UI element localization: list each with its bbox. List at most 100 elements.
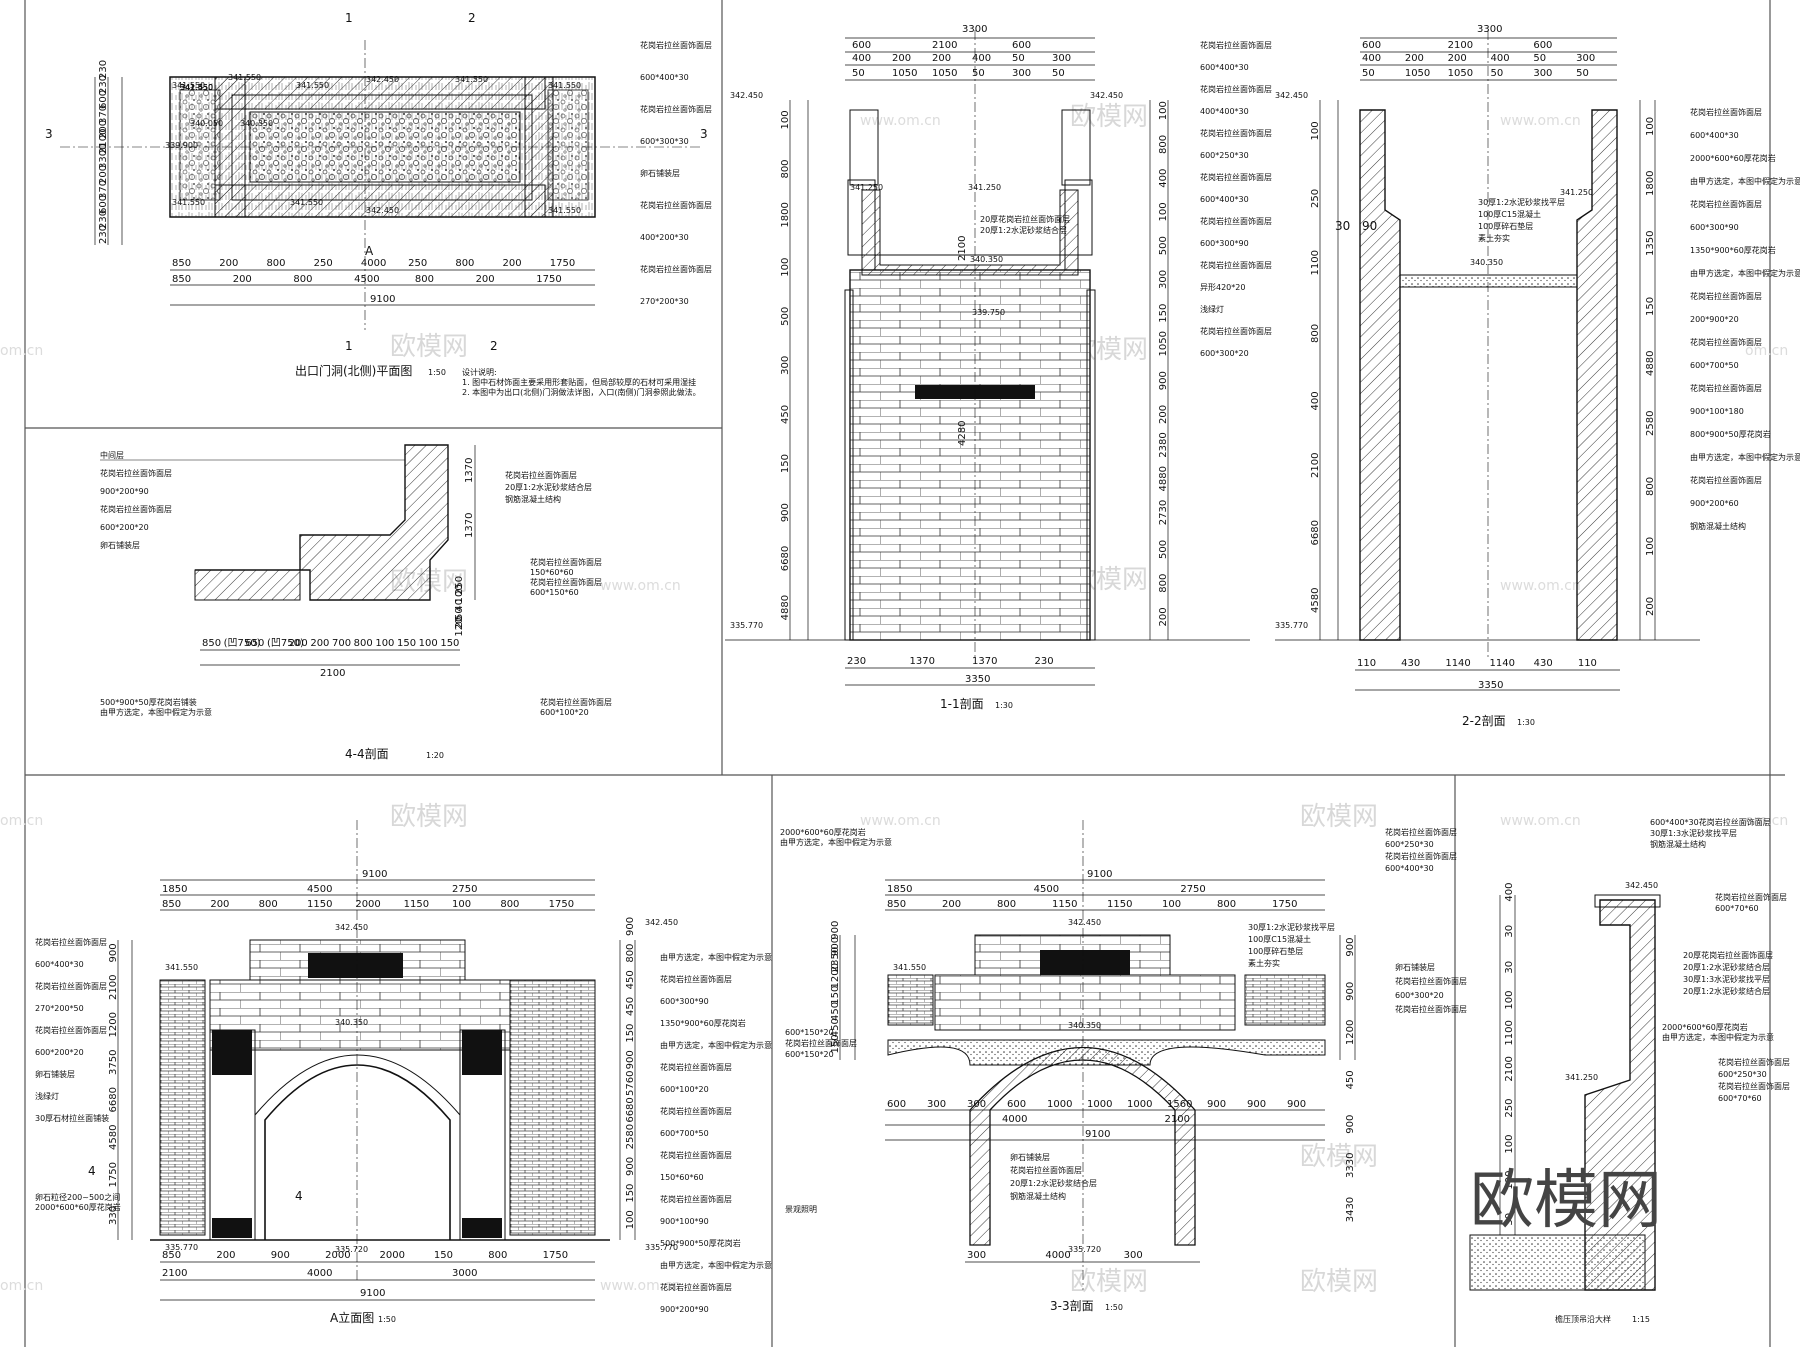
plan-note: 设计说明: <box>462 367 497 377</box>
plan-elevation: 340.350 <box>240 119 273 128</box>
elevA-title: A立面图 <box>330 1310 374 1325</box>
sec11-dim: 200 <box>932 53 951 64</box>
plan-dim-top: 1750 <box>550 258 575 269</box>
sec33-dim: 4500 <box>1034 884 1059 895</box>
plan-dim-left: 600 <box>98 195 109 214</box>
plan-dim-top: 800 <box>266 258 285 269</box>
sec33-callout: 花岗岩拉丝面饰面层 <box>1010 1165 1082 1175</box>
plan-dim-top: 200 <box>219 258 238 269</box>
sec44-label: 卵石铺装层 <box>100 540 140 550</box>
elevA-callout: 花岗岩拉丝面饰面层 <box>660 974 732 984</box>
detail-callout: 600*250*30 <box>1718 1070 1767 1079</box>
elevA-dim: 6680 <box>625 1097 636 1122</box>
sec11-callout: 600*400*30 <box>1200 63 1249 72</box>
sec11-callout: 花岗岩拉丝面饰面层 <box>1200 326 1272 336</box>
elevA-dim: 3750 <box>108 1050 119 1075</box>
elevation-a-drawing <box>117 820 636 1301</box>
sec22-dim: 800 <box>1310 324 1321 343</box>
sec22-callout: 900*200*60 <box>1690 499 1739 508</box>
elevA-dim: 9100 <box>362 869 387 880</box>
watermark-url-short: om.cn <box>0 813 43 829</box>
sec22-layer: 100厚碎石垫层 <box>1478 221 1533 231</box>
plan-dim-mid: 4500 <box>354 274 379 285</box>
sec11-dim: 300 <box>1012 68 1031 79</box>
plan-dim-top: 850 <box>172 258 191 269</box>
sec22-dim: 4880 <box>1645 351 1656 376</box>
sec33-layer: 30厚1:2水泥砂浆找平层 <box>1248 922 1335 932</box>
section-1-1-drawing <box>725 30 1250 686</box>
sec22-dim: 800 <box>1645 477 1656 496</box>
sec11-dim: 100 <box>1158 202 1169 221</box>
watermark-url: www.om.cn <box>600 1278 681 1294</box>
sec22-callout: 800*900*50厚花岗岩 <box>1690 429 1771 439</box>
sec11-callout: 600*300*90 <box>1200 239 1249 248</box>
elevA-callout: 由甲方选定，本图中假定为示意 <box>660 952 772 962</box>
detail-dim: 30 <box>1504 925 1515 938</box>
plan-note: 1. 图中石材饰面主要采用形套贴面，但局部较厚的石材可采用湿挂 <box>462 377 696 387</box>
plan-dim-mid: 800 <box>415 274 434 285</box>
elevA-dim: 9100 <box>360 1288 385 1299</box>
elevA-dim: 900 <box>108 943 119 962</box>
elevA-elevation: 335.720 <box>335 1245 368 1254</box>
elevA-dim: 2100 <box>108 975 119 1000</box>
plan-elevation: 341.550 <box>180 83 213 92</box>
sec11-dim: 1370 <box>910 656 935 667</box>
sec22-dim: 430 <box>1401 658 1420 669</box>
sec11-dim: 150 <box>780 454 791 473</box>
sec44-dim: 2100 <box>320 668 345 679</box>
sec22-dim: 30 <box>1335 219 1350 233</box>
sec44-label: 20厚1:2水泥砂浆结合层 <box>505 482 592 492</box>
sec22-layer: 素土夯实 <box>1478 233 1510 243</box>
detail-dim: 1100 <box>1504 1020 1515 1045</box>
sec33-callout: 600*150*20 <box>785 1028 834 1037</box>
sec11-dim: 450 <box>780 405 791 424</box>
sec44-label: 花岗岩拉丝面饰面层 <box>530 557 602 567</box>
sec44-dim: 100 <box>454 584 465 603</box>
sec33-dim: 4000 <box>1002 1114 1027 1125</box>
sec22-layer: 30厚1:2水泥砂浆找平层 <box>1478 197 1565 207</box>
plan-dim-left: 230 <box>98 75 109 94</box>
sec11-callout: 花岗岩拉丝面饰面层 <box>1200 260 1272 270</box>
sec33-callout: 由甲方选定，本图中假定为示意 <box>780 837 892 847</box>
sec33-dim: 450 <box>830 1002 841 1021</box>
sec33-dim: 900 <box>1207 1099 1226 1110</box>
plan-dim-top: 250 <box>408 258 427 269</box>
elevA-dim: 2750 <box>452 884 477 895</box>
sec22-dim: 50 <box>1362 68 1375 79</box>
sec11-dim: 6680 <box>780 546 791 571</box>
sec33-callout: 花岗岩拉丝面饰面层 <box>1385 851 1457 861</box>
sec44-dim: 40 <box>454 599 465 612</box>
plan-dim-left: 200 <box>98 165 109 184</box>
plan-callout: 卵石铺装层 <box>640 168 680 178</box>
plan-dim-mid: 200 <box>233 274 252 285</box>
plan-dim-top: 200 <box>503 258 522 269</box>
plan-elevation: 341.550 <box>180 83 213 92</box>
panel-frames <box>24 0 1785 1347</box>
detail-callout: 由甲方选定，本图中假定为示意 <box>1662 1032 1774 1042</box>
section-2-2-drawing <box>1275 30 1700 691</box>
sec22-dim: 300 <box>1576 53 1595 64</box>
sec22-dim: 2100 <box>1310 453 1321 478</box>
plan-dim-left: 600 <box>98 90 109 109</box>
plan-dim-top: 250 <box>314 258 333 269</box>
elevA-dim: 4580 <box>108 1125 119 1150</box>
sec22-dim: 3300 <box>1477 24 1502 35</box>
sec22-dim: 300 <box>1533 68 1552 79</box>
sec44-dim: 800 <box>354 638 373 649</box>
sec44-dim: 120 <box>454 618 465 637</box>
watermark-url: www.om.cn <box>600 578 681 594</box>
sec11-title: 1-1剖面 <box>940 697 984 711</box>
sec11-callout: 异形420*20 <box>1200 283 1245 292</box>
plan-dim-left: 230 <box>98 225 109 244</box>
sec11-dim: 200 <box>1158 405 1169 424</box>
detail-callout: 2000*600*60厚花岗岩 <box>1662 1022 1748 1032</box>
sec44-dim: (凹750) <box>224 638 261 649</box>
panel-titles: 出口门洞(北侧)平面图 1:50 4-4剖面 1:20 1-1剖面 1:30 2… <box>295 363 1662 1325</box>
detail-callout: 30厚1:3水泥砂浆找平层 <box>1683 974 1770 984</box>
sec11-dim: 800 <box>780 159 791 178</box>
sec11-dim: 50 <box>852 68 865 79</box>
elevA-dim: 900 <box>625 1157 636 1176</box>
sec33-callout: 2000*600*60厚花岗岩 <box>780 827 866 837</box>
